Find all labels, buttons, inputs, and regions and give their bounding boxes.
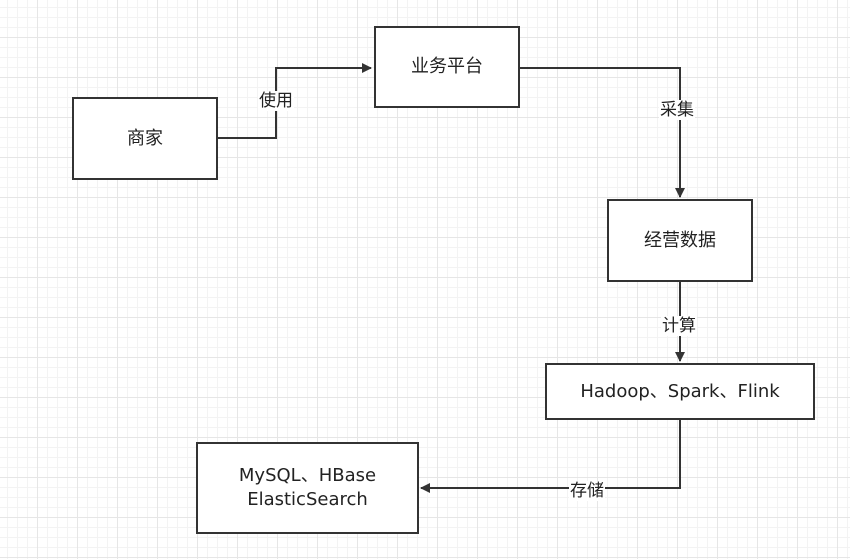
- edge-merchant-to-platform[interactable]: [217, 63, 372, 139]
- edge-label-store: 存储: [569, 481, 605, 501]
- edge-platform-to-business-data[interactable]: [519, 67, 685, 198]
- node-storage-label-line2: ElasticSearch: [247, 489, 368, 510]
- node-storage[interactable]: MySQL、HBase ElasticSearch: [196, 442, 419, 534]
- node-merchant-label: 商家: [127, 127, 163, 149]
- node-compute-label: Hadoop、Spark、Flink: [580, 380, 780, 402]
- node-business-data-label: 经营数据: [644, 229, 716, 251]
- node-business-data[interactable]: 经营数据: [607, 199, 753, 282]
- edge-label-use: 使用: [258, 91, 294, 111]
- node-storage-label-line1: MySQL、HBase: [238, 465, 377, 486]
- node-platform-label: 业务平台: [411, 56, 483, 77]
- edge-compute-to-storage[interactable]: [420, 419, 681, 493]
- node-merchant[interactable]: 商家: [72, 97, 218, 180]
- edge-label-compute: 计算: [661, 316, 697, 336]
- node-platform[interactable]: 业务平台: [374, 26, 520, 108]
- node-compute[interactable]: Hadoop、Spark、Flink: [545, 363, 815, 420]
- edge-label-collect: 采集: [659, 100, 695, 120]
